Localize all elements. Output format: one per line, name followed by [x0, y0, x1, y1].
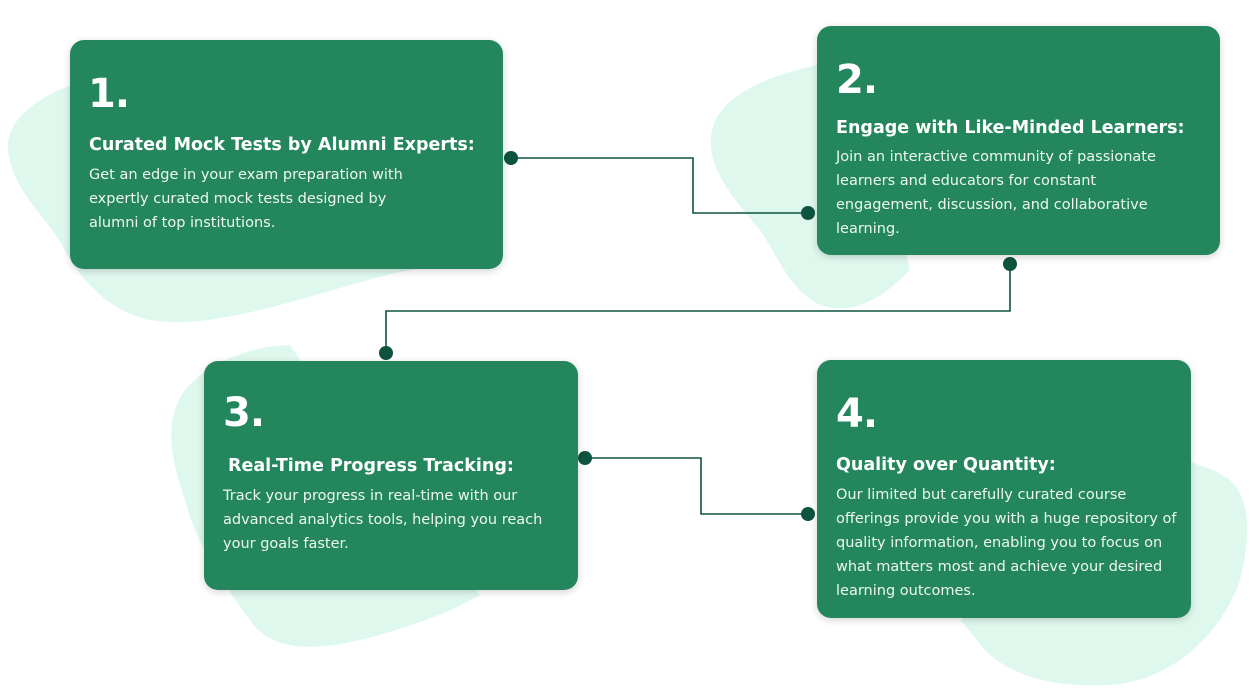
step-card-2: 2. Engage with Like-Minded Learners: Joi… [817, 26, 1220, 255]
connector-1-2 [511, 157, 808, 214]
connector-dot [801, 206, 815, 220]
connector-dot [578, 451, 592, 465]
step-card-1: 1. Curated Mock Tests by Alumni Experts:… [70, 40, 503, 269]
step-number: 1. [88, 71, 130, 117]
step-number: 2. [836, 57, 878, 103]
step-title: Curated Mock Tests by Alumni Experts: [89, 135, 475, 155]
step-number: 4. [836, 391, 878, 437]
step-description: Track your progress in real-time with ou… [223, 488, 543, 552]
connector-dot [379, 346, 393, 360]
step-title: Engage with Like-Minded Learners: [836, 118, 1185, 138]
step-description: Our limited but carefully curated course… [836, 487, 1177, 599]
connector-dot [1003, 257, 1017, 271]
connector-3-4 [585, 457, 808, 515]
step-title: Quality over Quantity: [836, 455, 1056, 475]
step-description: Get an edge in your exam preparation wit… [89, 167, 403, 231]
step-card-3: 3. Real-Time Progress Tracking: Track yo… [204, 361, 578, 590]
step-description: Join an interactive community of passion… [836, 149, 1156, 237]
connector-dot [801, 507, 815, 521]
connector-dot [504, 151, 518, 165]
connector-2-3 [385, 264, 1011, 353]
step-card-4: 4. Quality over Quantity: Our limited bu… [817, 360, 1191, 618]
step-title: Real-Time Progress Tracking: [228, 456, 514, 476]
step-number: 3. [223, 390, 265, 436]
